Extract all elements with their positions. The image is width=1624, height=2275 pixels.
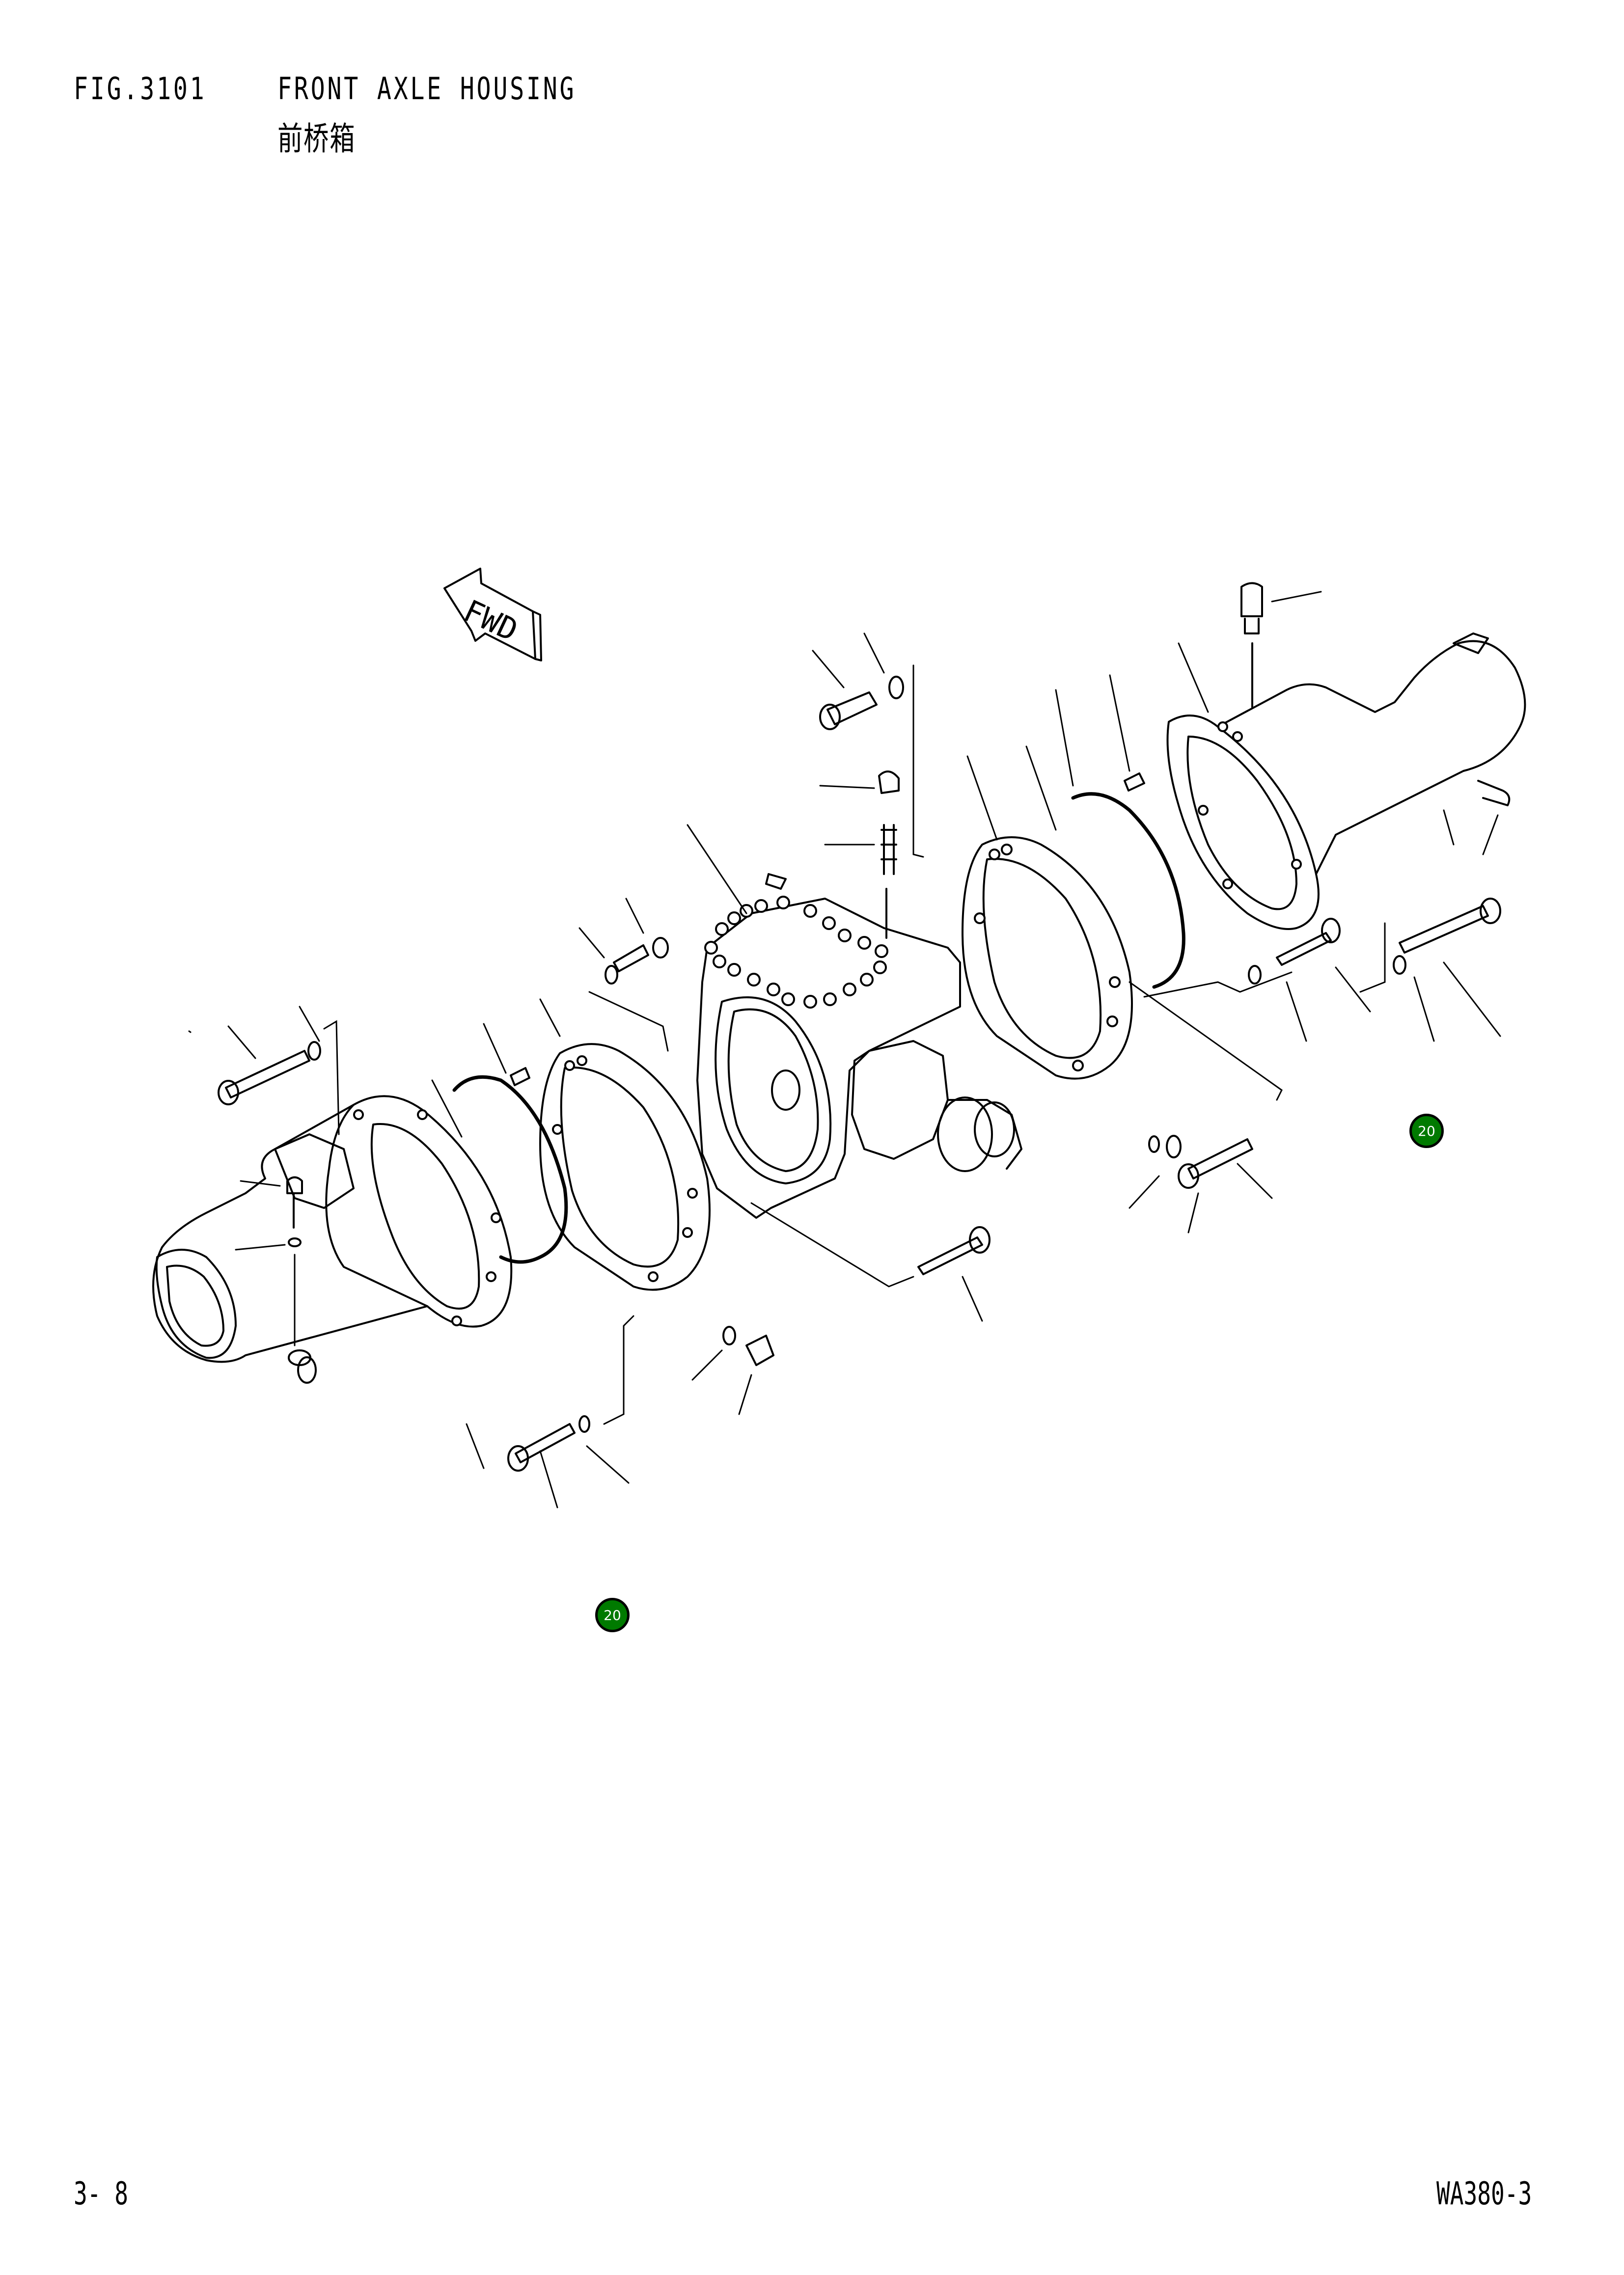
right-drain-plug [1478, 781, 1509, 805]
right-dowel-pin [1125, 773, 1144, 791]
figure-subtitle-chinese: 前桥箱 [277, 120, 356, 158]
right-seal-ring [963, 837, 1132, 1079]
left-bolts-washers [219, 938, 773, 1471]
model-code: WA380-3 [1436, 2176, 1532, 2212]
part-callout-badge[interactable]: 20 [595, 1598, 630, 1632]
right-breather-plug [1241, 583, 1321, 708]
part-callout-badge[interactable]: 20 [1409, 1114, 1444, 1148]
leader-lines-left [189, 899, 913, 1508]
carrier-bolt-heads [705, 897, 887, 1008]
figure-number: FIG.3101 [74, 71, 207, 107]
page-number: 3- 8 [74, 2176, 128, 2212]
differential-carrier [697, 874, 1021, 1218]
right-bolts-washers [918, 899, 1500, 1274]
left-o-ring [454, 1077, 566, 1262]
forward-arrow-icon: FWD [444, 569, 541, 660]
right-axle-housing [1168, 633, 1525, 929]
left-axle-housing [153, 1096, 511, 1383]
leader-lines-right [688, 643, 1500, 1321]
right-o-ring [1073, 794, 1184, 987]
breather-fitting [879, 771, 899, 938]
left-seal-ring [540, 1044, 710, 1290]
top-bolt-washer [813, 633, 923, 857]
figure-title: FRONT AXLE HOUSING [277, 71, 577, 107]
left-dowel-pin [511, 1068, 529, 1085]
